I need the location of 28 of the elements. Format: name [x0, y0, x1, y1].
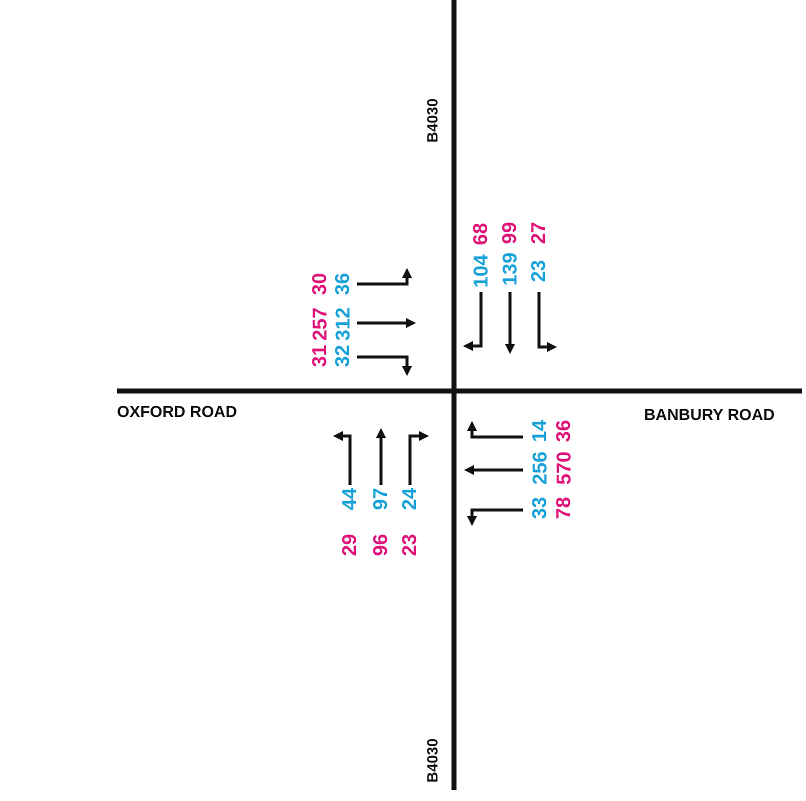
traffic-count: 24: [400, 488, 420, 510]
traffic-count: 33: [530, 496, 550, 520]
traffic-count: 99: [500, 222, 520, 244]
traffic-count: 256: [530, 451, 550, 485]
traffic-count: 30: [310, 272, 330, 296]
traffic-count: 23: [400, 534, 420, 556]
road-name: B4030: [426, 98, 441, 142]
traffic-count: 139: [500, 252, 520, 286]
road-name: BANBURY ROAD: [644, 408, 775, 424]
traffic-count: 570: [554, 451, 574, 485]
traffic-count: 104: [471, 254, 492, 288]
traffic-count: 31: [310, 344, 330, 368]
road-name: OXFORD ROAD: [117, 405, 237, 421]
traffic-count: 44: [340, 488, 360, 510]
traffic-count: 257: [310, 307, 330, 341]
traffic-count: 32: [333, 344, 354, 368]
traffic-count: 97: [371, 488, 392, 510]
traffic-count: 29: [340, 534, 360, 556]
traffic-count: 36: [333, 272, 354, 296]
traffic-count: 96: [371, 534, 392, 556]
traffic-count: 68: [471, 222, 492, 246]
road-name: B4030: [426, 738, 441, 782]
traffic-count: 23: [529, 260, 550, 282]
traffic-count: 312: [333, 307, 354, 341]
traffic-count: 36: [554, 420, 574, 442]
traffic-count: 14: [530, 420, 550, 442]
traffic-count: 27: [529, 222, 550, 244]
traffic-count: 78: [554, 496, 574, 520]
